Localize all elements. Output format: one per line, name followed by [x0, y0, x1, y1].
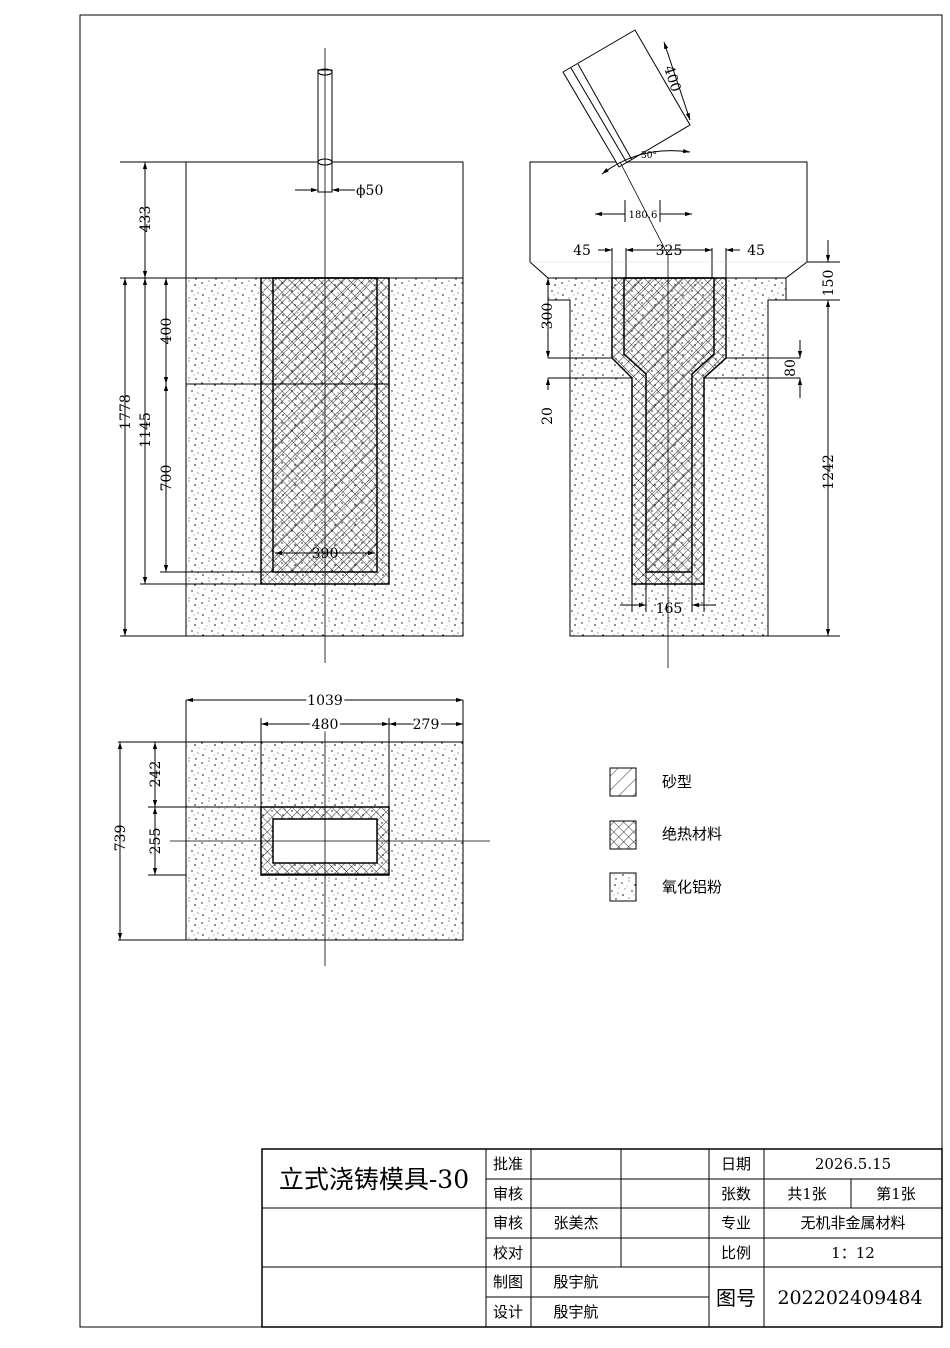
sheet-border	[79, 14, 943, 1328]
legend-swatch-alumina	[609, 872, 637, 902]
title-block	[261, 1148, 943, 1328]
dim-plan-739: 739	[113, 825, 129, 852]
front-view	[120, 48, 464, 663]
dim-plan-279: 279	[413, 717, 440, 733]
dim-side-1242: 1242	[821, 454, 837, 490]
tb-name-design: 殷宇航	[553, 1303, 598, 1321]
legend-swatch-sand	[609, 767, 637, 797]
tb-role-review-1: 审核	[493, 1185, 523, 1203]
tb-name-draft: 殷宇航	[553, 1273, 598, 1291]
dim-front-400: 400	[159, 318, 175, 345]
dim-side-80: 80	[783, 359, 799, 377]
dim-side-400: 400	[660, 64, 683, 94]
dim-side-150: 150	[821, 270, 837, 297]
tb-major-label: 专业	[721, 1214, 751, 1232]
tb-name-review: 张美杰	[553, 1214, 598, 1232]
tb-drawing-no-label: 图号	[716, 1286, 756, 1310]
dim-side-20: 20	[540, 407, 556, 425]
tb-sheets-total: 共1张	[787, 1185, 827, 1203]
tb-role-review-2: 审核	[493, 1214, 523, 1232]
tb-role-draft: 制图	[493, 1273, 523, 1291]
legend	[609, 767, 637, 902]
tb-role-proofread: 校对	[493, 1244, 523, 1262]
tb-sheet-no: 第1张	[876, 1185, 916, 1203]
dim-front-390: 390	[312, 546, 339, 562]
dim-plan-255: 255	[148, 828, 164, 855]
dim-side-325: 325	[656, 243, 683, 259]
legend-swatch-insulation	[609, 820, 637, 850]
tb-major: 无机非金属材料	[800, 1214, 905, 1232]
dim-side-45-left: 45	[573, 243, 591, 259]
dim-front-1778: 1778	[118, 394, 134, 430]
side-tilted-plate	[562, 29, 691, 168]
tb-date: 2026.5.15	[815, 1155, 891, 1173]
tb-sheets-label: 张数	[721, 1185, 751, 1203]
dim-side-45-right: 45	[747, 243, 765, 259]
dim-side-300: 300	[540, 303, 556, 330]
tb-role-approve: 批准	[493, 1155, 523, 1173]
plan-view	[117, 697, 490, 966]
dim-plan-480: 480	[312, 717, 339, 733]
tb-role-design: 设计	[493, 1303, 523, 1321]
side-view	[529, 29, 840, 668]
legend-label-insulation: 绝热材料	[662, 825, 722, 843]
dim-front-1145: 1145	[138, 412, 154, 448]
dim-front-433: 433	[138, 206, 154, 233]
dim-front-phi50: ϕ50	[356, 183, 383, 199]
dim-plan-1039: 1039	[307, 693, 343, 709]
dim-front-700: 700	[159, 465, 175, 492]
dim-side-angle: 30°	[641, 151, 657, 161]
tb-drawing-no: 202202409484	[777, 1287, 922, 1309]
drawing-title: 立式浇铸模具-30	[279, 1165, 469, 1194]
legend-label-sand: 砂型	[662, 773, 692, 791]
tb-date-label: 日期	[721, 1155, 751, 1173]
dim-side-180-6: 180.6	[629, 210, 658, 221]
dim-plan-242: 242	[148, 761, 164, 788]
legend-label-alumina: 氧化铝粉	[662, 878, 722, 896]
tb-scale-label: 比例	[721, 1244, 751, 1262]
tb-scale: 1：12	[831, 1244, 875, 1262]
dim-side-165: 165	[656, 601, 683, 617]
